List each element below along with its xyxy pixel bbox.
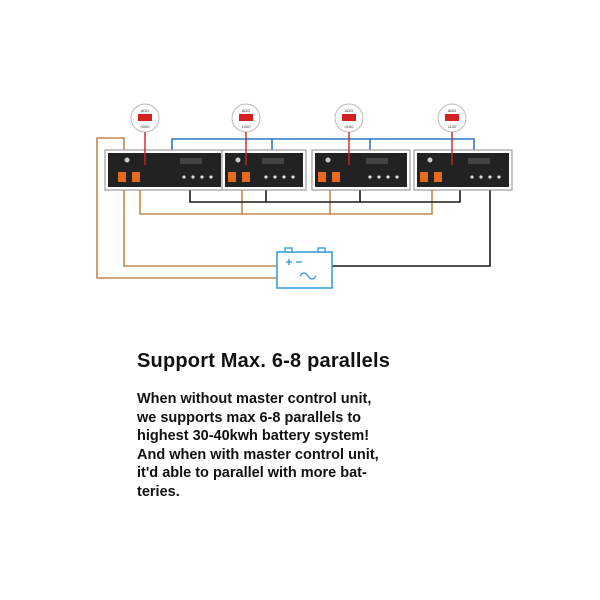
- inverter-icon: [276, 247, 333, 289]
- dip-switch-icon: ADD 1000: [231, 103, 261, 165]
- description-line: highest 30-40kwh battery system!: [137, 428, 370, 444]
- terminal-positive: [228, 172, 236, 182]
- dip-code: 1100: [448, 124, 457, 129]
- positive-cable: [330, 186, 433, 215]
- terminal-positive: [420, 172, 428, 182]
- dip-caption: ADD: [448, 108, 457, 113]
- dip-caption: ADD: [141, 108, 150, 113]
- dip-code: 1000: [242, 124, 252, 129]
- port-dot: [282, 175, 286, 179]
- port-dot: [377, 175, 381, 179]
- description-line: it'd able to parallel with more bat-: [137, 465, 367, 481]
- dip-caption: ADD: [345, 108, 354, 113]
- negative-cable: [189, 186, 267, 203]
- positive-cable: [139, 186, 243, 215]
- power-button: [124, 157, 130, 163]
- negative-cable: [360, 186, 461, 203]
- description-line: And when with master control unit,: [137, 446, 379, 463]
- port-dot: [191, 175, 195, 179]
- dip-switch-icon: ADD 0100: [334, 103, 364, 165]
- port-dot: [291, 175, 295, 179]
- module-front-panel: [315, 153, 407, 187]
- heading: Support Max. 6-8 parallels: [137, 350, 391, 372]
- port-dot: [488, 175, 492, 179]
- power-button: [325, 157, 331, 163]
- dip-switch-callouts: ADD 0000 ADD 1000 ADD 0100 ADD 1100: [130, 103, 467, 165]
- battery-modules: [104, 149, 513, 191]
- parallel-wiring-diagram: ADD 0000 ADD 1000 ADD 0100 ADD 1100: [96, 103, 513, 289]
- terminal-negative: [434, 172, 442, 182]
- port-dot: [273, 175, 277, 179]
- port-dot: [386, 175, 390, 179]
- port-dot: [209, 175, 213, 179]
- dip-switch-block: [239, 114, 253, 121]
- terminal-negative: [132, 172, 140, 182]
- port-dot: [497, 175, 501, 179]
- rs485-port: [366, 158, 388, 164]
- rs485-port: [468, 158, 490, 164]
- battery-module: [413, 149, 513, 191]
- battery-module: [311, 149, 411, 191]
- power-button: [427, 157, 433, 163]
- port-dot: [182, 175, 186, 179]
- description: When without master control unit, we sup…: [137, 390, 457, 501]
- dip-switch-icon: ADD 1100: [437, 103, 467, 165]
- positive-cable: [96, 186, 277, 279]
- port-dot: [200, 175, 204, 179]
- dip-switch-block: [342, 114, 356, 121]
- terminal-negative: [332, 172, 340, 182]
- dip-switch-block: [445, 114, 459, 121]
- port-dot: [395, 175, 399, 179]
- dip-code: 0100: [345, 124, 355, 129]
- battery-module: [104, 149, 225, 191]
- description-line: When without master control unit,: [137, 391, 372, 407]
- terminal-positive: [318, 172, 326, 182]
- power-button: [235, 157, 241, 163]
- port-dot: [368, 175, 372, 179]
- description-line: we supports max 6-8 parallels to: [137, 409, 362, 426]
- terminal-positive: [118, 172, 126, 182]
- battery-module: [221, 149, 307, 191]
- dip-caption: ADD: [242, 108, 251, 113]
- port-dot: [264, 175, 268, 179]
- positive-cable: [123, 186, 277, 267]
- port-dot: [479, 175, 483, 179]
- negative-cable: [332, 186, 491, 267]
- dip-switch-icon: ADD 0000: [130, 103, 160, 165]
- rs485-port: [180, 158, 202, 164]
- module-front-panel: [417, 153, 509, 187]
- dip-switch-block: [138, 114, 152, 121]
- terminal-negative: [242, 172, 250, 182]
- rs485-port: [262, 158, 284, 164]
- port-dot: [470, 175, 474, 179]
- cable-layer: [96, 137, 491, 279]
- description-line: teries.: [137, 483, 180, 500]
- dip-code: 0000: [141, 124, 151, 129]
